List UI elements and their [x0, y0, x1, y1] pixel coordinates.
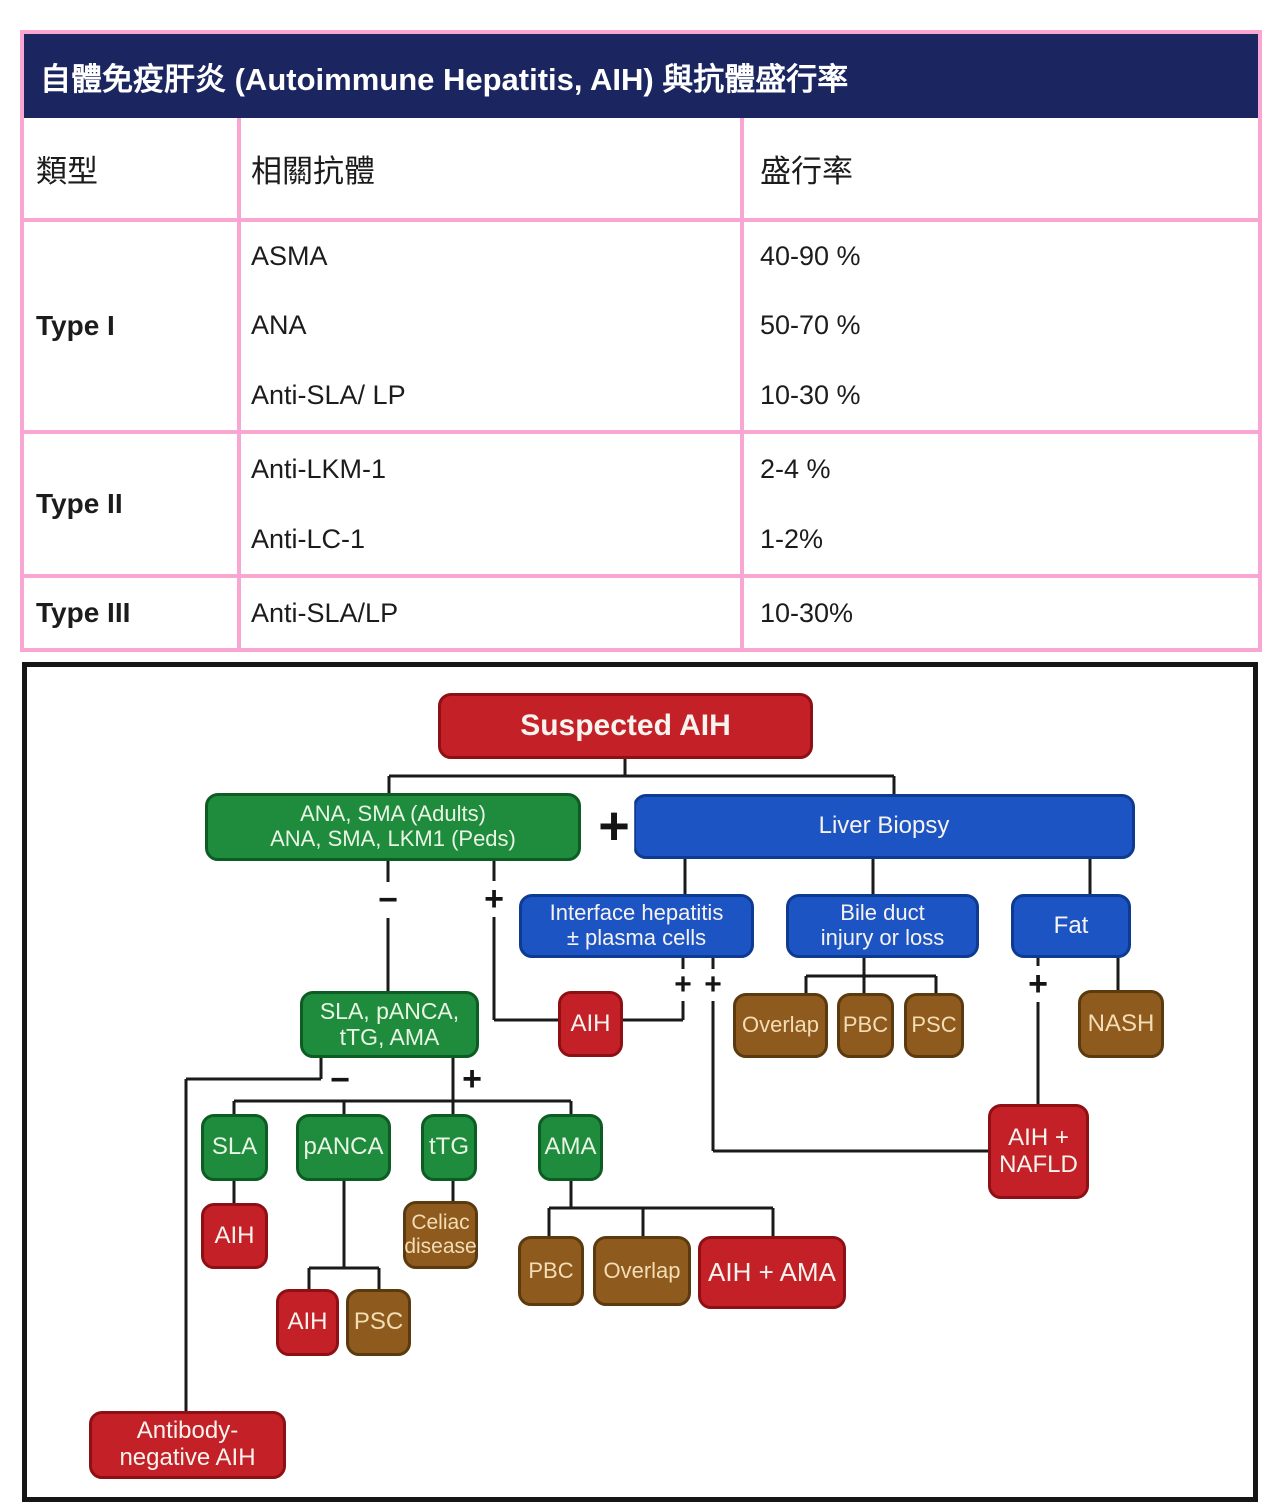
node-antibody-panel: SLA, pANCA, tTG, AMA — [300, 991, 479, 1058]
column-header-type: 類型 — [36, 153, 98, 189]
node-fat: Fat — [1011, 894, 1131, 958]
node-aih-nafld: AIH + NAFLD — [988, 1104, 1089, 1199]
antibody-cell: ASMA ANA Anti-SLA/ LP — [237, 222, 740, 430]
plus-sign: + — [482, 880, 506, 918]
node-aih-ama: AIH + AMA — [698, 1236, 846, 1309]
aih-diagnostic-flowchart: + − + + + + − + Suspected AIH ANA, SMA (… — [22, 662, 1258, 1502]
minus-sign: − — [328, 1061, 352, 1099]
antibody-cell: Anti-SLA/LP — [237, 578, 740, 648]
node-pbc: PBC — [837, 993, 894, 1058]
node-psc: PSC — [904, 993, 964, 1058]
node-pbc: PBC — [518, 1236, 584, 1306]
node-nash: NASH — [1078, 990, 1164, 1058]
type-label: Type I — [36, 310, 115, 341]
antibody-value: Anti-LKM-1 — [251, 453, 387, 484]
antibody-value: Anti-LC-1 — [251, 523, 366, 554]
node-antibody-negative-aih: Antibody- negative AIH — [89, 1411, 286, 1479]
table-row-type2: Type II Anti-LKM-1 Anti-LC-1 2-4 % 1-2% — [24, 430, 1258, 574]
node-bile-duct: Bile duct injury or loss — [786, 894, 979, 958]
node-panca: pANCA — [296, 1114, 391, 1181]
prevalence-value: 2-4 % — [760, 453, 831, 484]
aih-antibody-table: 自體免疫肝炎 (Autoimmune Hepatitis, AIH) 與抗體盛行… — [20, 30, 1262, 652]
minus-sign: − — [376, 881, 400, 919]
connector-lines — [184, 759, 1120, 1411]
type-label: Type III — [36, 597, 131, 628]
type-label: Type II — [36, 488, 123, 519]
antibody-cell: Anti-LKM-1 Anti-LC-1 — [237, 434, 740, 574]
plus-sign: + — [1026, 965, 1050, 1003]
node-celiac-disease: Celiac disease — [403, 1201, 478, 1269]
plus-sign: + — [460, 1060, 484, 1098]
prevalence-value: 40-90 % — [760, 241, 861, 272]
plus-sign: + — [594, 799, 634, 853]
prevalence-value: 10-30% — [760, 597, 854, 628]
prevalence-cell: 10-30% — [740, 578, 1258, 648]
node-suspected-aih: Suspected AIH — [438, 693, 813, 759]
prevalence-cell: 2-4 % 1-2% — [740, 434, 1258, 574]
node-aih: AIH — [558, 991, 623, 1057]
table-title: 自體免疫肝炎 (Autoimmune Hepatitis, AIH) 與抗體盛行… — [24, 34, 1258, 118]
prevalence-cell: 40-90 % 50-70 % 10-30 % — [740, 222, 1258, 430]
node-psc: PSC — [346, 1289, 411, 1356]
table-row-type3: Type III Anti-SLA/LP 10-30% — [24, 574, 1258, 648]
plus-sign: + — [702, 968, 724, 1001]
node-ama: AMA — [538, 1114, 603, 1181]
node-overlap: Overlap — [593, 1236, 691, 1306]
antibody-value: ASMA — [251, 241, 328, 272]
antibody-value: Anti-SLA/ LP — [251, 379, 406, 410]
node-ttg: tTG — [421, 1114, 477, 1181]
node-liver-biopsy: Liver Biopsy — [633, 794, 1135, 859]
antibody-value: Anti-SLA/LP — [251, 597, 399, 628]
table-row-type1: Type I ASMA ANA Anti-SLA/ LP 40-90 % 50-… — [24, 218, 1258, 430]
antibody-value: ANA — [251, 310, 307, 341]
node-overlap: Overlap — [733, 993, 828, 1058]
node-aih: AIH — [276, 1289, 339, 1356]
node-sla: SLA — [201, 1114, 268, 1181]
node-serology-panel: ANA, SMA (Adults) ANA, SMA, LKM1 (Peds) — [205, 793, 581, 861]
table-header-row: 類型 相關抗體 盛行率 — [24, 118, 1258, 218]
node-interface-hepatitis: Interface hepatitis ± plasma cells — [519, 894, 754, 958]
prevalence-value: 1-2% — [760, 523, 824, 554]
column-header-prevalence: 盛行率 — [740, 118, 1258, 218]
prevalence-value: 10-30 % — [760, 379, 861, 410]
column-header-antibody: 相關抗體 — [237, 118, 740, 218]
plus-sign: + — [672, 968, 694, 1001]
prevalence-value: 50-70 % — [760, 310, 861, 341]
node-aih: AIH — [201, 1203, 268, 1269]
